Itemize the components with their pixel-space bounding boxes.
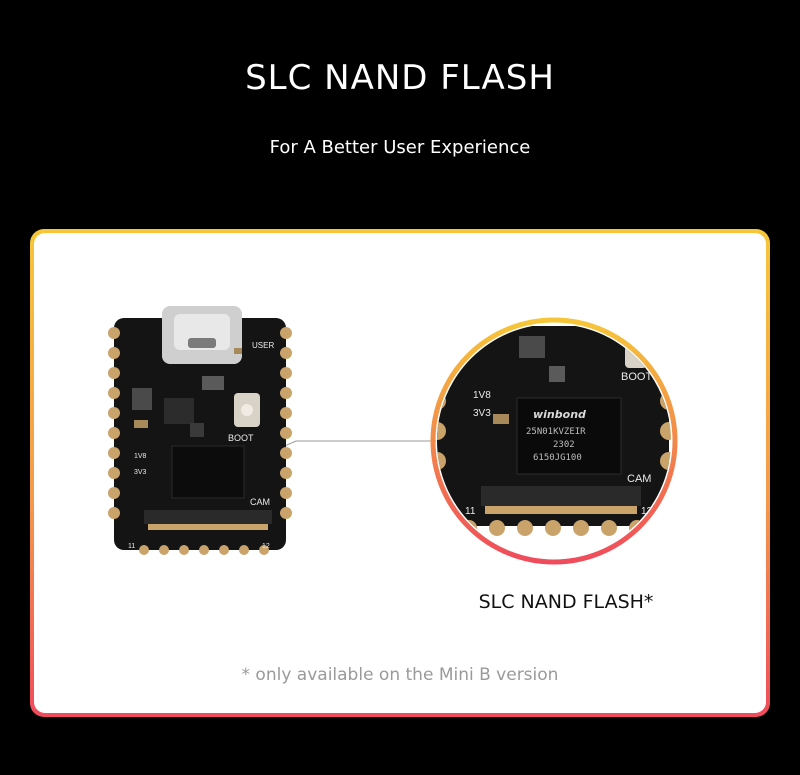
page-title: SLC NAND FLASH bbox=[245, 58, 555, 98]
right-pads bbox=[280, 327, 292, 519]
product-card: USER BOOT CAM 1V8 3V3 11 12 bbox=[34, 233, 766, 713]
zoom-silk-pin-11: 11 bbox=[465, 506, 476, 517]
chip-lot: 6150JG100 bbox=[533, 453, 582, 463]
zoom-silk-cam: CAM bbox=[627, 473, 651, 485]
chip-part: 25N01KVZEIR bbox=[526, 427, 586, 437]
silk-boot: BOOT bbox=[228, 433, 254, 443]
silk-cam: CAM bbox=[250, 497, 270, 507]
silk-user: USER bbox=[252, 341, 274, 350]
silk-3v3: 3V3 bbox=[134, 469, 147, 476]
zoom-silk-boot: BOOT bbox=[621, 371, 652, 383]
chip-caption: SLC NAND FLASH* bbox=[478, 591, 654, 613]
left-pads bbox=[108, 327, 120, 519]
zoom-silk-1v8: 1V8 bbox=[473, 390, 491, 401]
chip-date: 2302 bbox=[553, 440, 575, 450]
zoom-silk-3v3: 3V3 bbox=[473, 408, 491, 419]
silk-pin-12: 12 bbox=[262, 543, 270, 550]
silk-pin-11: 11 bbox=[128, 543, 135, 550]
footnote: * only available on the Mini B version bbox=[241, 665, 559, 685]
page-subtitle: For A Better User Experience bbox=[269, 137, 531, 158]
board-image: USER BOOT CAM 1V8 3V3 11 12 bbox=[108, 306, 292, 555]
zoom-circle: winbond 25N01KVZEIR 2302 6150JG100 BOOT … bbox=[430, 317, 678, 565]
silk-1v8: 1V8 bbox=[134, 453, 147, 460]
bottom-pads bbox=[139, 545, 269, 555]
zoom-silk-pin-12: 12 bbox=[641, 506, 653, 517]
chip-brand: winbond bbox=[533, 408, 586, 421]
